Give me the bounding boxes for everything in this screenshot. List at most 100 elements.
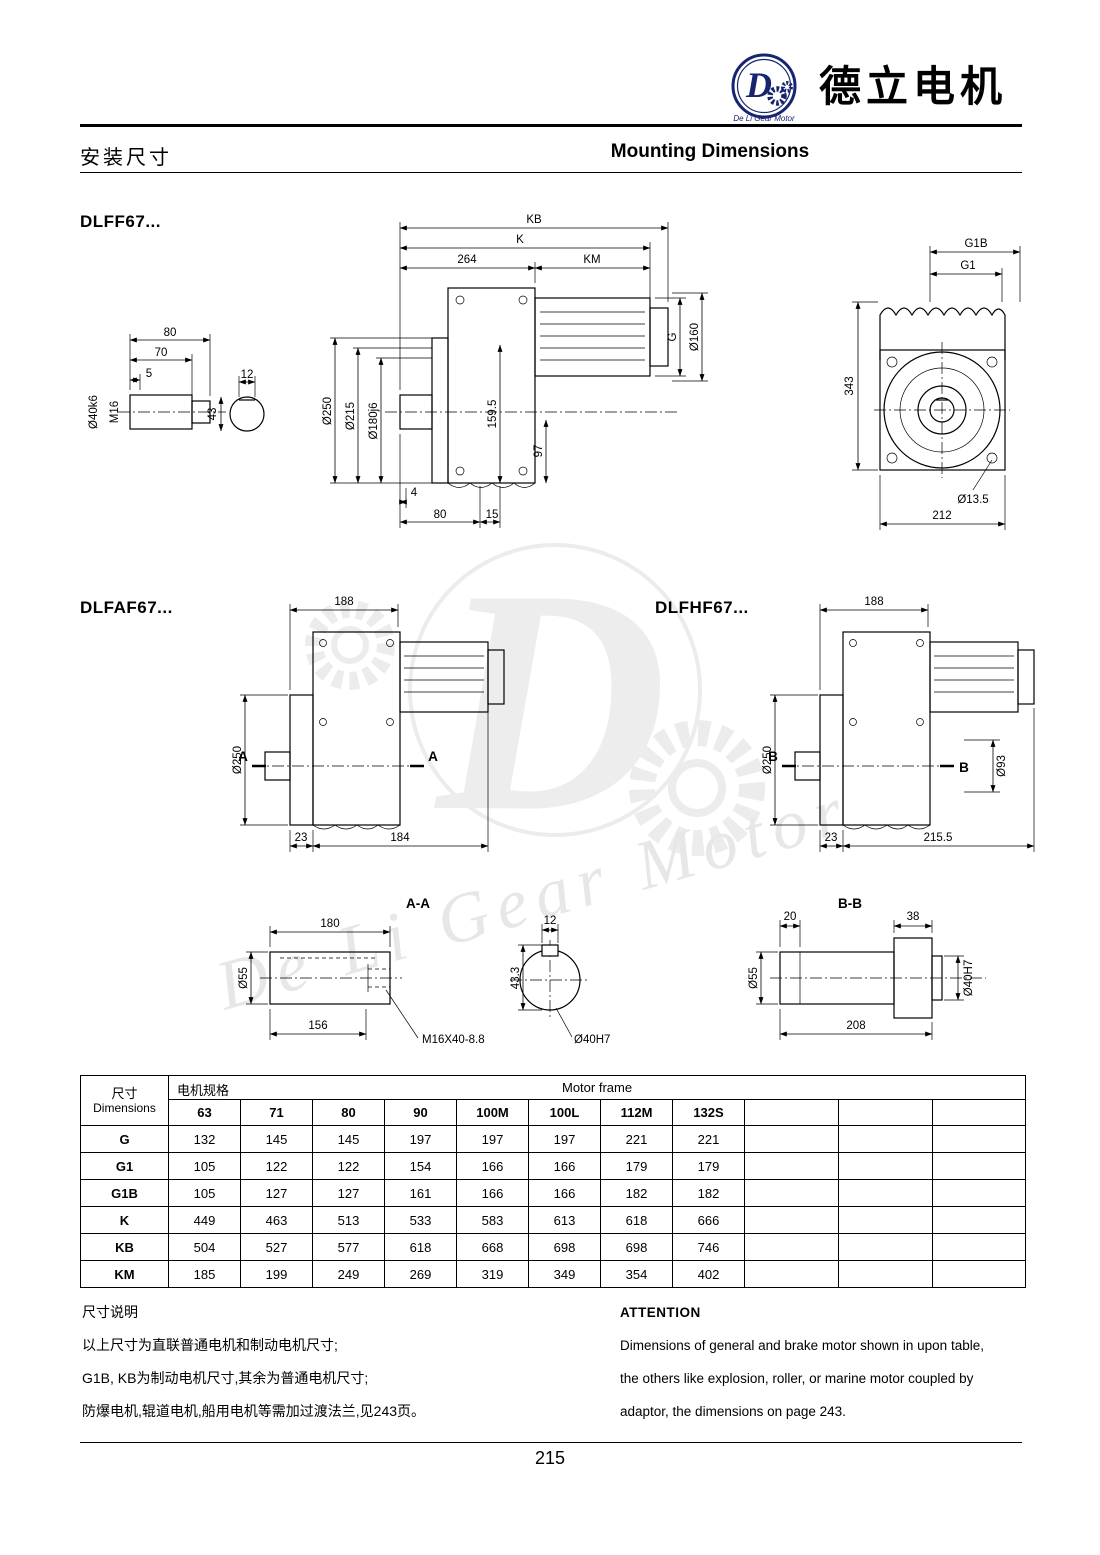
- dlff67-main-view: KB K 264 KM G Ø160 Ø250 Ø215 Ø180j6 159.…: [322, 214, 708, 528]
- cell: 513: [312, 1206, 385, 1234]
- cell: 354: [600, 1260, 673, 1288]
- cell: 197: [456, 1125, 529, 1153]
- notes-chinese: 尺寸说明 以上尺寸为直联普通电机和制动电机尺寸; G1B, KB为制动电机尺寸,…: [82, 1296, 582, 1428]
- dim-key-12: 12: [241, 369, 254, 381]
- title-rule: [80, 172, 1022, 173]
- table-header-row-2: 63 71 80 90 100M 100L 112M 132S: [81, 1099, 1027, 1126]
- dim-188-af: 188: [334, 596, 353, 608]
- dim-header-en: Dimensions: [93, 1100, 156, 1115]
- header-rule: [80, 124, 1022, 127]
- table-row: G1 105 122 122 154 166 166 179 179: [80, 1152, 1027, 1180]
- table-row: KB 504 527 577 618 668 698 698 746: [80, 1233, 1027, 1261]
- cell-empty: [744, 1179, 839, 1207]
- cell: 613: [528, 1206, 601, 1234]
- cell: 504: [168, 1233, 241, 1261]
- dlff67-shaft-detail: 80 70 5 M16 Ø40k6 12 43: [88, 327, 265, 432]
- dim-80: 80: [164, 327, 177, 339]
- cell: 527: [240, 1233, 313, 1261]
- dim-38: 38: [907, 911, 920, 923]
- col-header: 80: [312, 1099, 385, 1126]
- cell-empty: [838, 1233, 933, 1261]
- section-bb-label: B-B: [838, 896, 862, 911]
- motor-frame-en: Motor frame: [562, 1080, 633, 1095]
- table-header-row-1: 尺寸 Dimensions 电机规格 Motor frame: [80, 1075, 1027, 1126]
- dlff67-label: DLFF67...: [80, 212, 162, 231]
- cell-empty: [838, 1179, 933, 1207]
- cell: 249: [312, 1260, 385, 1288]
- dim-250-af: Ø250: [232, 746, 244, 774]
- cut-label-a-right: A: [428, 749, 438, 764]
- cut-label-b-right: B: [959, 760, 969, 775]
- dim-m16x40: M16X40-8.8: [422, 1034, 485, 1046]
- cell: 197: [384, 1125, 457, 1153]
- table-row: K 449 463 513 533 583 613 618 666: [80, 1206, 1027, 1234]
- cell: 199: [240, 1260, 313, 1288]
- dim-215-5: 215.5: [924, 832, 953, 844]
- cell-empty: [931, 1260, 1027, 1288]
- dim-23-af: 23: [295, 832, 308, 844]
- dim-header-cell: 尺寸 Dimensions: [80, 1075, 169, 1126]
- cell: 182: [672, 1179, 745, 1207]
- dim-180j6: Ø180j6: [368, 402, 380, 439]
- cell: 269: [384, 1260, 457, 1288]
- logo-letter: D: [745, 65, 772, 105]
- dim-212: 212: [932, 510, 951, 522]
- dim-159-5: 159.5: [487, 400, 499, 429]
- brand-logo: D De Li Gear Motor 德立电机: [731, 53, 1007, 123]
- cell: 618: [600, 1206, 673, 1234]
- dim-k: K: [516, 234, 524, 246]
- dim-40k6: Ø40k6: [88, 395, 100, 429]
- dim-12-aa: 12: [544, 915, 557, 927]
- cell: 698: [528, 1233, 601, 1261]
- cell: 463: [240, 1206, 313, 1234]
- cell: 221: [672, 1125, 745, 1153]
- cell: 166: [528, 1179, 601, 1207]
- cell: 127: [312, 1179, 385, 1207]
- motor-spec-zh: 电机规格: [177, 1083, 230, 1098]
- notes-english: ATTENTION Dimensions of general and brak…: [620, 1296, 1030, 1428]
- dim-b80: 80: [434, 509, 447, 521]
- dlfaf67-view: A A 188 Ø250 23 184: [232, 596, 505, 852]
- cell: 533: [384, 1206, 457, 1234]
- dim-kb: KB: [526, 214, 542, 226]
- cell-empty: [838, 1125, 933, 1153]
- cell: 154: [384, 1152, 457, 1180]
- cell: 618: [384, 1233, 457, 1261]
- dim-184: 184: [390, 832, 410, 844]
- col-header: 100M: [456, 1099, 529, 1126]
- cell: 127: [240, 1179, 313, 1207]
- table-row: G1B 105 127 127 161 166 166 182 182: [80, 1179, 1027, 1207]
- brand-name: 德立电机: [819, 64, 1007, 111]
- row-label: KB: [80, 1233, 169, 1261]
- col-header-empty: [931, 1099, 1027, 1126]
- cell: 145: [240, 1125, 313, 1153]
- col-header: 112M: [600, 1099, 673, 1126]
- row-label: G: [80, 1125, 169, 1153]
- section-aa-label: A-A: [406, 896, 430, 911]
- cell: 105: [168, 1152, 241, 1180]
- cell: 319: [456, 1260, 529, 1288]
- dim-4: 4: [411, 487, 418, 499]
- cell: 122: [240, 1152, 313, 1180]
- cell: 402: [672, 1260, 745, 1288]
- dim-15: 15: [486, 509, 499, 521]
- cell: 577: [312, 1233, 385, 1261]
- cell-empty: [931, 1206, 1027, 1234]
- dlff67-drawing: 80 70 5 M16 Ø40k6 12 43: [88, 214, 1021, 530]
- cell: 179: [600, 1152, 673, 1180]
- notes-zh-title: 尺寸说明: [82, 1304, 138, 1320]
- cell: 666: [672, 1206, 745, 1234]
- page-number: 215: [534, 1448, 566, 1468]
- cell-empty: [744, 1260, 839, 1288]
- notes-en-line: Dimensions of general and brake motor sh…: [620, 1338, 984, 1353]
- row-label: G1B: [80, 1179, 169, 1207]
- dim-23-hf: 23: [825, 832, 838, 844]
- cell: 122: [312, 1152, 385, 1180]
- notes-zh-line: 以上尺寸为直联普通电机和制动电机尺寸;: [82, 1337, 338, 1353]
- cell: 583: [456, 1206, 529, 1234]
- dlfhf67-label: DLFHF67...: [655, 598, 749, 617]
- dim-13-5: Ø13.5: [957, 494, 988, 506]
- cell: 668: [456, 1233, 529, 1261]
- col-header-empty: [744, 1099, 839, 1126]
